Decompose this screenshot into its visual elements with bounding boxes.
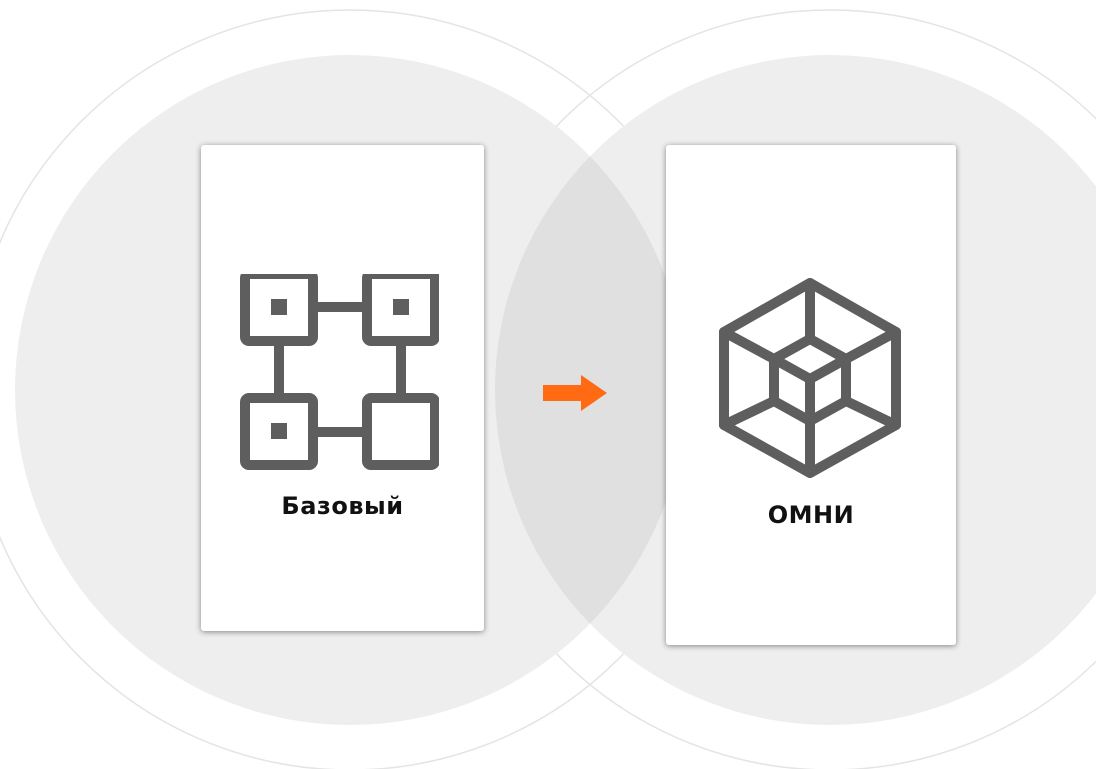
card-basic: Базовый (201, 145, 484, 631)
card-omni: ОМНИ (666, 145, 956, 645)
arrow-right-icon (543, 375, 607, 411)
card-label-basic: Базовый (281, 492, 404, 520)
network-nodes-icon (240, 274, 439, 470)
hypercube-icon (719, 278, 901, 478)
card-label-omni: ОМНИ (767, 501, 855, 529)
